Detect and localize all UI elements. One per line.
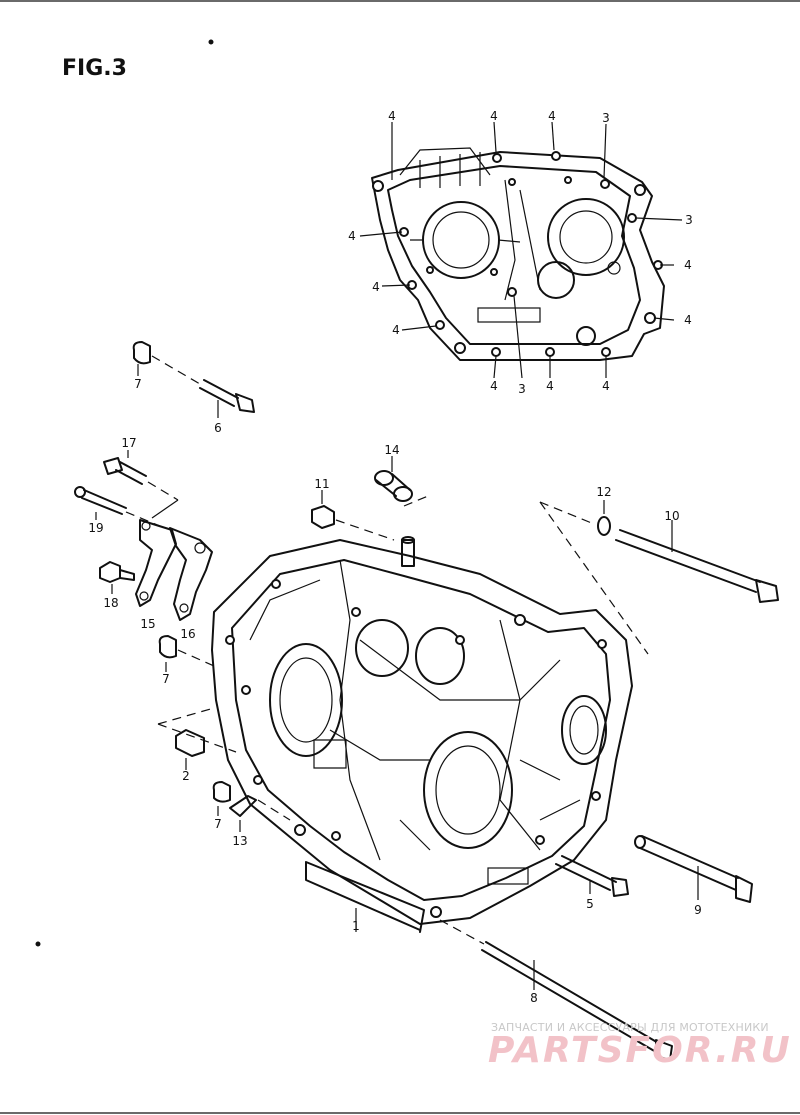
bolt-17 xyxy=(103,450,179,501)
callout-part-3: 3 xyxy=(602,111,610,125)
bolt-19 xyxy=(74,486,179,527)
callout-part-4: 4 xyxy=(372,280,380,294)
washer-12 xyxy=(539,500,611,536)
callout-part-4: 4 xyxy=(348,229,356,243)
callout-part-7: 7 xyxy=(134,377,142,391)
bolt-18 xyxy=(99,561,135,594)
callout-part-19: 19 xyxy=(88,521,104,535)
callout-part-7: 7 xyxy=(214,817,222,831)
bracket-16 xyxy=(169,527,213,621)
callout-part-16: 16 xyxy=(180,627,196,641)
callout-part-17: 17 xyxy=(121,436,137,450)
watermark-caption: ЗАПЧАСТИ И АКСЕССУАРЫ ДЛЯ МОТОТЕХНИКИ xyxy=(491,1021,769,1034)
cap-nut-7-middle xyxy=(158,635,215,672)
speck-dot xyxy=(35,941,41,947)
callout-part-11: 11 xyxy=(314,477,330,491)
bolt-6 xyxy=(199,379,255,418)
cap-nut-7-upper xyxy=(132,341,201,385)
callout-part-4: 4 xyxy=(548,109,556,123)
callout-part-4: 4 xyxy=(490,109,498,123)
callout-part-9: 9 xyxy=(694,903,702,917)
callout-part-2: 2 xyxy=(182,769,190,783)
long-bolt-10 xyxy=(539,501,779,655)
bushing-14 xyxy=(374,456,429,507)
callout-part-4: 4 xyxy=(546,379,554,393)
bolt-5 xyxy=(555,855,629,897)
callout-part-4: 4 xyxy=(490,379,498,393)
callout-part-7: 7 xyxy=(162,672,170,686)
lower-crankcase-half xyxy=(211,536,633,933)
callout-part-13: 13 xyxy=(232,834,248,848)
upper-crankcase-half xyxy=(359,121,683,379)
callout-part-4: 4 xyxy=(388,109,396,123)
callout-part-3: 3 xyxy=(685,213,693,227)
callout-part-15: 15 xyxy=(140,617,156,631)
callout-part-4: 4 xyxy=(684,313,692,327)
callout-part-3: 3 xyxy=(518,382,526,396)
long-bolt-9 xyxy=(634,835,753,903)
callout-part-5: 5 xyxy=(586,897,594,911)
speck-dot xyxy=(208,39,214,45)
dowel-pin-2 xyxy=(157,707,237,770)
callout-part-10: 10 xyxy=(664,509,680,523)
cap-nut-7-lower xyxy=(212,781,231,816)
plate-13 xyxy=(229,795,291,832)
callout-part-12: 12 xyxy=(596,485,612,499)
bracket-15 xyxy=(135,519,177,607)
nut-11 xyxy=(311,490,395,541)
callout-part-6: 6 xyxy=(214,421,222,435)
watermark-logo: PARTSFOR.RU xyxy=(488,1030,792,1071)
long-bolt-8 xyxy=(439,919,673,1061)
callout-part-4: 4 xyxy=(602,379,610,393)
callout-part-18: 18 xyxy=(103,596,119,610)
callout-part-1: 1 xyxy=(352,919,360,933)
figure-title: FIG.3 xyxy=(62,56,127,81)
callout-part-4: 4 xyxy=(684,258,692,272)
callout-part-8: 8 xyxy=(530,991,538,1005)
callout-part-14: 14 xyxy=(384,443,400,457)
callout-part-4: 4 xyxy=(392,323,400,337)
